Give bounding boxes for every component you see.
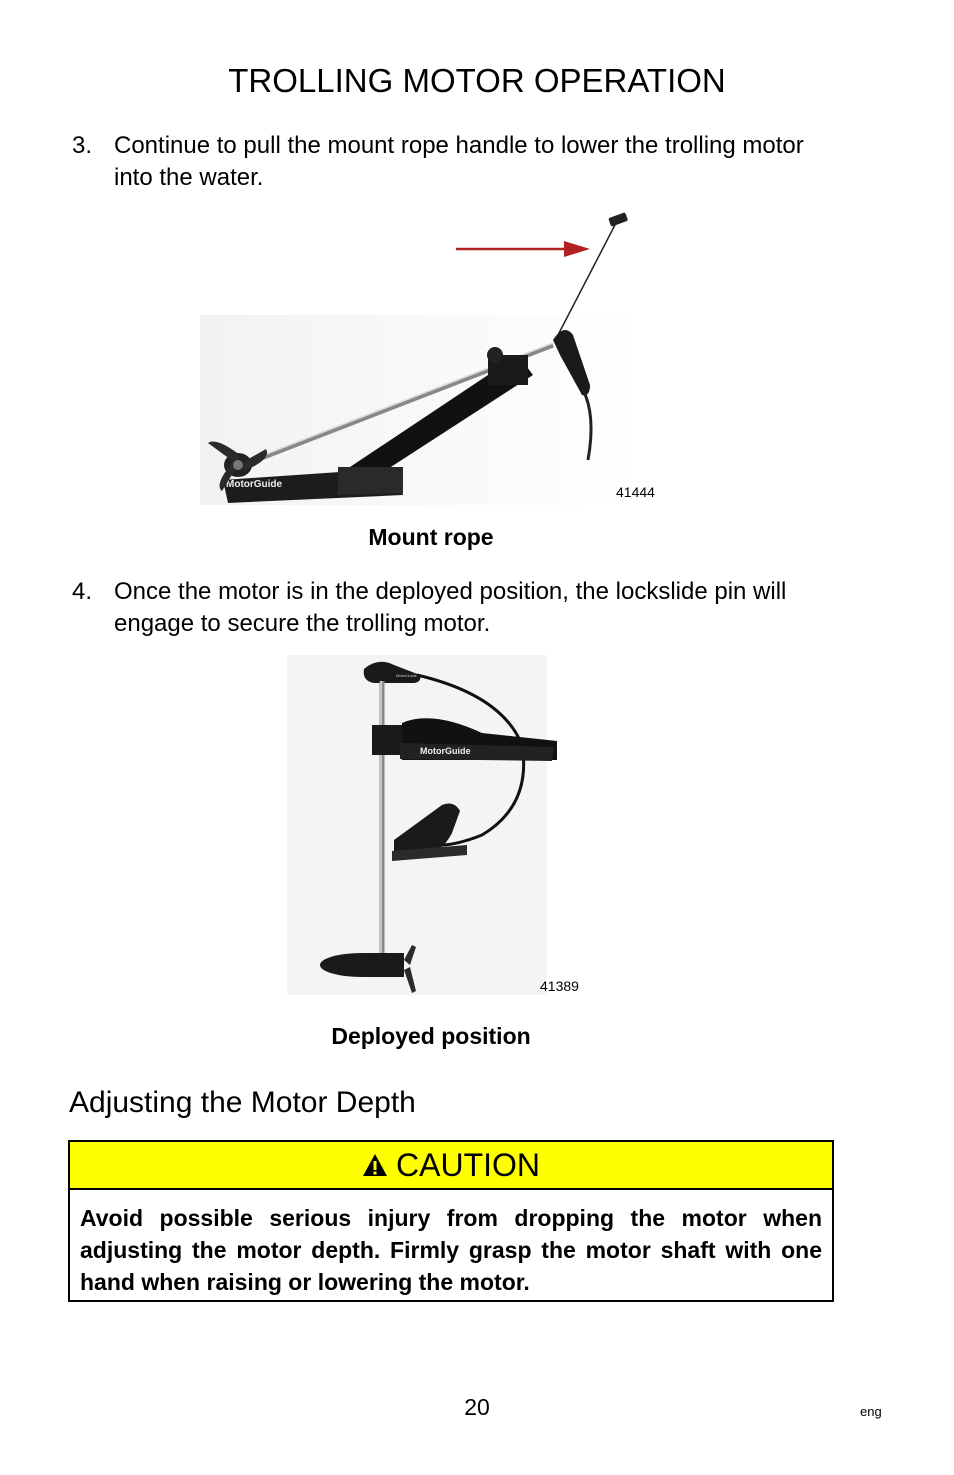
figure-number: 41389 xyxy=(540,978,579,994)
language-code: eng xyxy=(860,1404,882,1419)
propeller xyxy=(208,441,268,491)
brand-label: MotorGuide xyxy=(226,479,283,490)
step-text: Once the motor is in the deployed positi… xyxy=(114,578,787,637)
step-4: 4. Once the motor is in the deployed pos… xyxy=(72,576,872,646)
lower-unit xyxy=(320,945,416,993)
page-number: 20 xyxy=(464,1394,490,1420)
section-heading: Adjusting the Motor Depth xyxy=(69,1086,416,1119)
figure-mount-rope: MotorGuide 41444 xyxy=(198,205,668,510)
brand-label: MotorGuide xyxy=(420,746,471,756)
figure-deployed-position: MotorGuide MotorGuide 41389 xyxy=(282,655,602,1000)
caution-header: CAUTION xyxy=(70,1142,832,1190)
step-text: Continue to pull the mount rope handle t… xyxy=(114,132,804,191)
figure-caption: Mount rope xyxy=(368,524,494,550)
caution-text: Avoid possible serious injury from dropp… xyxy=(80,1205,822,1295)
step-number: 3. xyxy=(72,132,93,159)
foot-pedal xyxy=(392,803,467,861)
trolling-motor-stowing-illustration: MotorGuide 41444 xyxy=(200,212,655,505)
step-number: 4. xyxy=(72,578,93,605)
figure-number: 41444 xyxy=(616,484,655,500)
warning-triangle-icon xyxy=(363,1154,387,1176)
direction-arrow xyxy=(456,241,590,257)
page-title: TROLLING MOTOR OPERATION xyxy=(228,62,726,99)
svg-text:MotorGuide: MotorGuide xyxy=(396,673,418,678)
trolling-motor-deployed-illustration: MotorGuide MotorGuide 41389 xyxy=(287,655,579,995)
step-3: 3. Continue to pull the mount rope handl… xyxy=(72,130,872,200)
caution-label: CAUTION xyxy=(396,1146,540,1183)
caution-box: CAUTION Avoid possible serious injury fr… xyxy=(68,1140,834,1302)
figure-caption: Deployed position xyxy=(331,1023,531,1049)
